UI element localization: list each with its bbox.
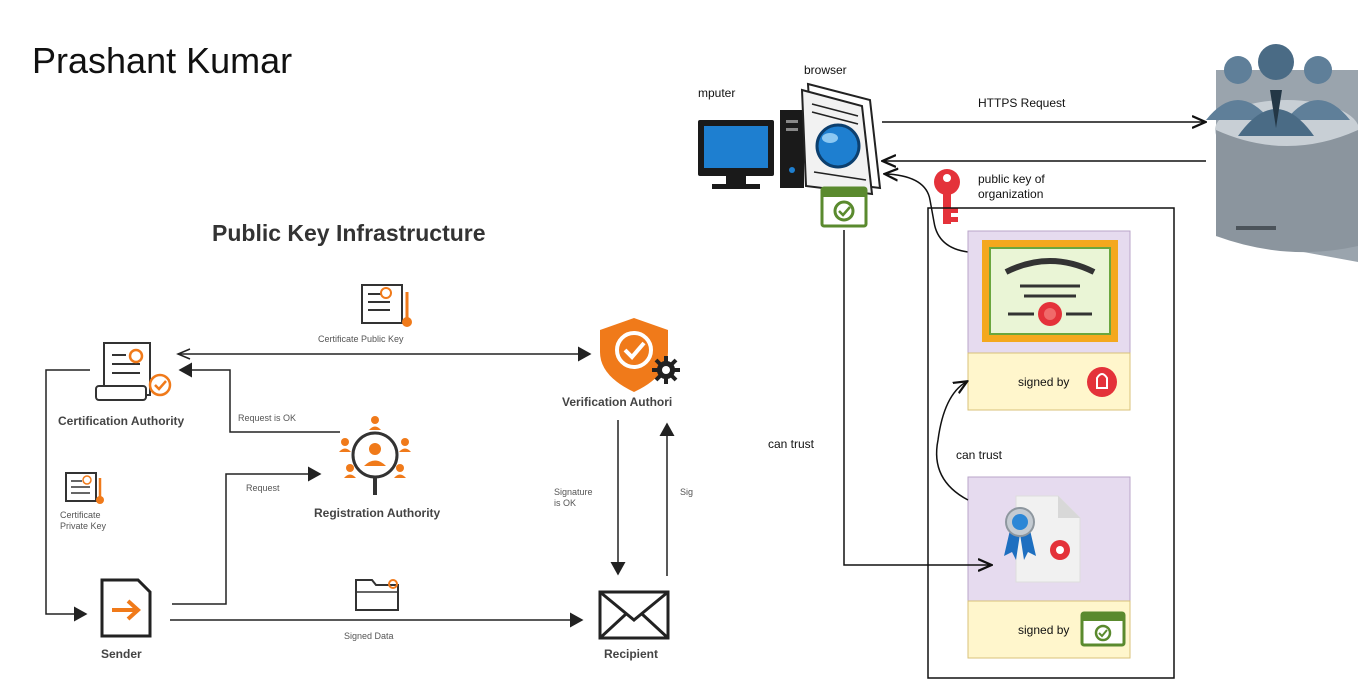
signed-by-label-1: signed by bbox=[1018, 375, 1070, 389]
public-key-label: public key of organization bbox=[978, 172, 1045, 201]
computer-label: mputer bbox=[698, 86, 736, 100]
node-label-registration-authority: Registration Authority bbox=[314, 506, 441, 520]
verification-authority-icon bbox=[600, 318, 680, 392]
node-label-sender: Sender bbox=[101, 647, 142, 661]
node-label-verification-authority: Verification Authori bbox=[562, 395, 673, 409]
author-name: Prashant Kumar bbox=[32, 40, 293, 81]
edge-label-request-ok: Request is OK bbox=[238, 413, 297, 423]
edge-label-signature-ok: Signature is OK bbox=[554, 487, 593, 508]
edge-label-sig: Sig bbox=[680, 487, 694, 497]
organization-certificate-block bbox=[967, 230, 1131, 411]
browser-icon bbox=[800, 82, 882, 196]
can-trust-label-left: can trust bbox=[768, 437, 815, 451]
certificate-public-key-icon bbox=[361, 284, 412, 327]
signed-by-certificate-icon bbox=[1080, 611, 1126, 647]
https-request-label: HTTPS Request bbox=[978, 96, 1066, 110]
signed-by-label-2: signed by bbox=[1018, 623, 1070, 637]
browser-label: browser bbox=[804, 63, 847, 77]
sender-icon bbox=[100, 578, 152, 638]
certificate-chain-box bbox=[927, 207, 1175, 679]
edge-label-certificate-private-key: Certificate Private Key bbox=[60, 510, 107, 531]
recipient-envelope-icon bbox=[598, 590, 670, 640]
edge-label-request: Request bbox=[246, 483, 280, 493]
pki-title: Public Key Infrastructure bbox=[212, 220, 486, 246]
ca-certificate-block bbox=[967, 476, 1131, 659]
can-trust-label-mid: can trust bbox=[956, 448, 1003, 462]
registration-authority-icon bbox=[339, 416, 411, 495]
public-key-icon bbox=[934, 169, 960, 224]
ca-seal-icon bbox=[1087, 367, 1117, 397]
node-label-recipient: Recipient bbox=[604, 647, 659, 661]
edge-label-certificate-public-key: Certificate Public Key bbox=[318, 334, 404, 344]
certification-authority-icon bbox=[95, 342, 172, 401]
organization-server-icon bbox=[1206, 44, 1358, 262]
signed-data-folder-icon bbox=[355, 579, 399, 611]
certificate-private-key-icon bbox=[65, 472, 104, 504]
computer-icon bbox=[698, 110, 804, 189]
edge-label-signed-data: Signed Data bbox=[344, 631, 394, 641]
browser-certificate-icon bbox=[820, 186, 868, 228]
node-label-certification-authority: Certification Authority bbox=[58, 414, 185, 428]
